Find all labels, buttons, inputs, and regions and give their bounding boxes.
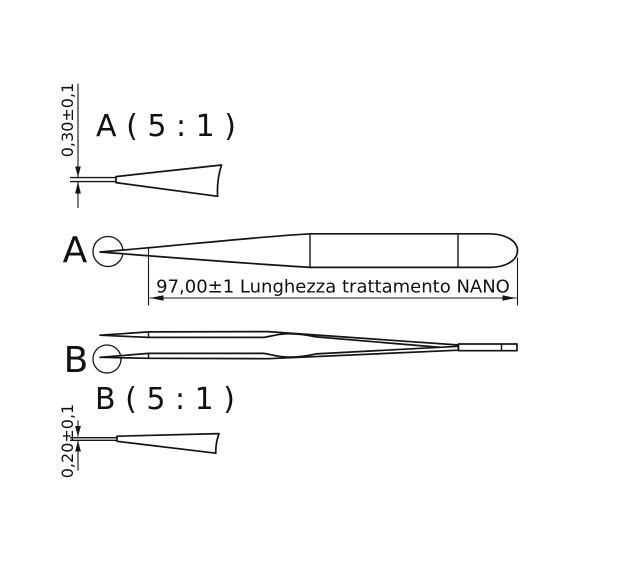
detail-b-title: B ( 5 : 1 )	[95, 382, 235, 417]
detail-b-arrow-up-icon	[75, 440, 81, 452]
top-view: B	[64, 330, 518, 381]
length-dim-arrow-right-icon	[502, 295, 516, 301]
detail-a-arrow-down-icon	[75, 166, 81, 177]
length-dim-arrow-left-icon	[150, 295, 164, 301]
view-a-label: A	[63, 230, 88, 271]
tweezers-top-arm-upper	[99, 330, 460, 350]
detail-a-title: A ( 5 : 1 )	[96, 109, 236, 144]
tweezers-joint	[457, 343, 518, 352]
view-b-label: B	[64, 340, 89, 381]
detail-a-view: A ( 5 : 1 ) 0,30±0,1	[58, 83, 236, 208]
tweezers-top-arm-lower	[99, 345, 460, 360]
detail-b-tip-profile	[116, 432, 220, 455]
detail-b-view: B ( 5 : 1 ) 0,20±0,1	[58, 382, 235, 478]
detail-a-arrow-up-icon	[75, 182, 81, 194]
detail-b-arrow-down-icon	[75, 426, 81, 437]
detail-b-thickness-dimension-label: 0,20±0,1	[58, 404, 77, 478]
length-dimension-label: 97,00±1 Lunghezza trattamento NANO	[156, 277, 510, 298]
view-b-detail-circle	[92, 344, 122, 374]
detail-a-tip-profile	[115, 164, 223, 198]
detail-a-thickness-dimension-label: 0,30±0,1	[58, 83, 77, 157]
tweezers-side-outline	[99, 232, 519, 269]
side-view: A 97,00±1 Lunghezza trattamento NANO	[63, 230, 519, 306]
